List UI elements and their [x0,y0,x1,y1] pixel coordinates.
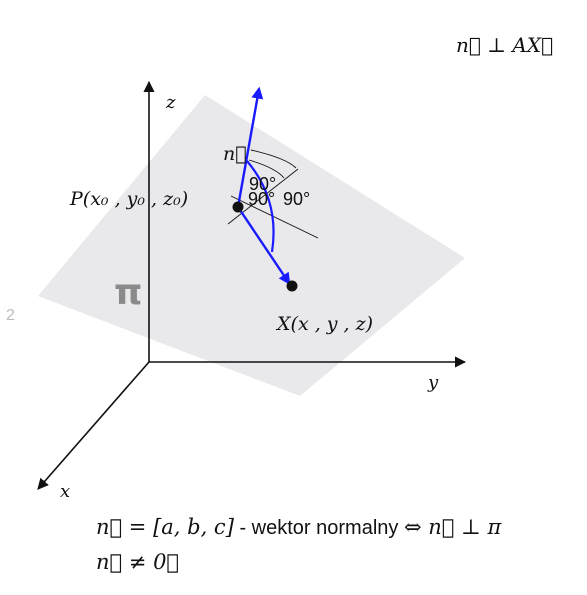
angle-label-2: 90° [248,189,275,209]
definition-perp: n⃗ ⊥ π [428,515,502,539]
iff-symbol: ⇔ [403,515,422,539]
angle-arc-inner [248,159,285,179]
point-P-dot [232,201,244,213]
normal-vector-arrow [236,86,264,208]
z-axis-label: z [165,92,176,113]
y-axis-label: y [427,372,439,393]
vector-PX-arrow [237,206,291,285]
definition-vector: n⃗ = [a, b, c] [96,515,234,539]
plane-line-2 [230,195,319,239]
angle-arc-outer [250,149,297,169]
x-axis-label: x [60,481,70,502]
point-X-dot [286,280,298,292]
normal-vector-label: n⃗ [223,143,247,165]
plane-label-pi: π [114,272,142,313]
plane-line-1 [227,168,299,225]
nonzero-condition: n⃗ ≠ 0⃗ [96,550,180,574]
point-X-label: X(x , y , z) [275,313,373,335]
angle-label-3: 90° [283,189,310,209]
top-relation: n⃗ ⊥ AX⃗ [456,33,553,57]
angle-arc-blue [246,160,275,253]
page-number: 2 [6,307,15,324]
angle-label-1: 90° [249,174,276,194]
definition-line: n⃗ = [a, b, c] - wektor normalny ⇔ n⃗ ⊥ … [96,515,501,540]
definition-text: - wektor normalny [233,517,404,539]
nonzero-line: n⃗ ≠ 0⃗ [96,550,179,574]
plane-pi [38,95,465,396]
x-axis [37,361,150,490]
point-P-label: P(x₀ , y₀ , z₀) [69,188,188,210]
